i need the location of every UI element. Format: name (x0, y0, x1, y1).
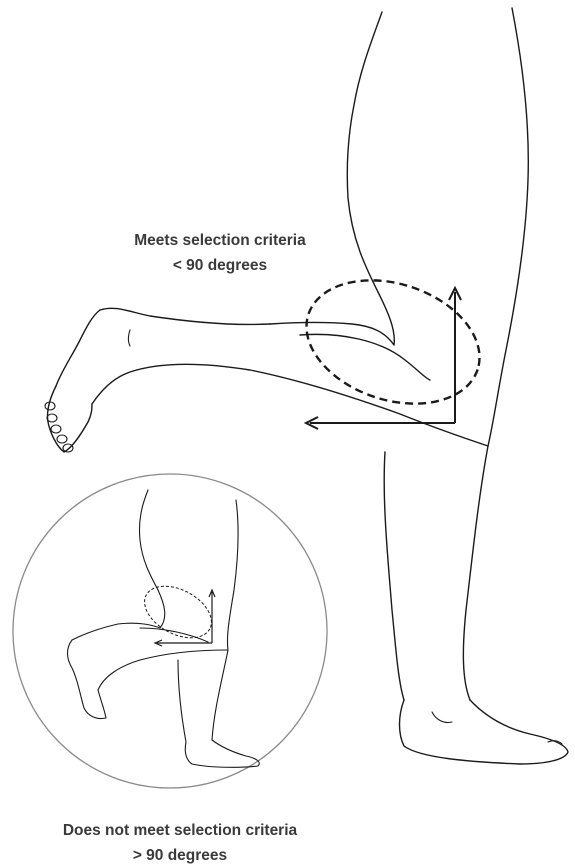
standing-foot (400, 700, 569, 764)
bent-foot (47, 310, 100, 452)
meets-criteria-caption: Meets selection criteria < 90 degrees (110, 228, 330, 278)
main-knee-highlight (290, 259, 495, 424)
does-not-meet-criteria-title: Does not meet selection criteria (0, 818, 360, 843)
meets-criteria-title: Meets selection criteria (110, 228, 330, 253)
inset (13, 474, 327, 788)
torso-outline (347, 12, 382, 292)
does-not-meet-criteria-angle: > 90 degrees (0, 843, 360, 868)
bent-thigh-top (270, 292, 394, 345)
knee-crease (300, 334, 430, 380)
standing-thigh-back (488, 8, 528, 446)
meets-criteria-angle: < 90 degrees (110, 253, 330, 278)
does-not-meet-criteria-caption: Does not meet selection criteria > 90 de… (0, 818, 360, 868)
bent-foot-ankle (129, 330, 131, 346)
standing-shin-back (463, 446, 488, 700)
standing-foot-ankle (432, 712, 452, 723)
standing-shin-front (384, 452, 404, 700)
bent-calf-bottom (92, 364, 488, 446)
bent-calf-top (100, 308, 270, 324)
